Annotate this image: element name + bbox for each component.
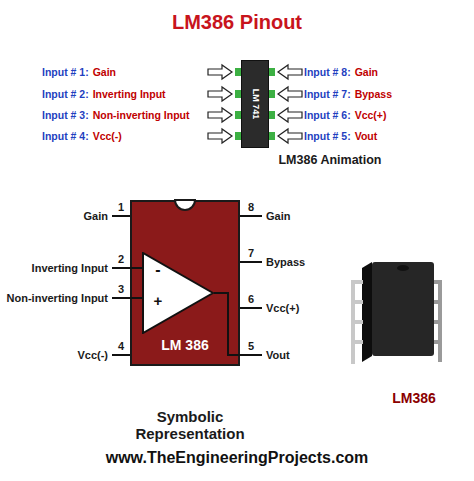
package-notch bbox=[175, 200, 195, 210]
pin-number: 8 bbox=[248, 201, 254, 214]
pointer-arrow bbox=[208, 108, 232, 122]
pin-line bbox=[240, 307, 262, 309]
pin-index: Input # 7: bbox=[304, 88, 351, 100]
chip-image: LM 741 bbox=[241, 60, 269, 148]
pin-name: Vcc(+) bbox=[355, 109, 387, 121]
pin-name: Bypass bbox=[266, 256, 305, 269]
pointer-arrow bbox=[278, 129, 302, 143]
chip-leg-front bbox=[353, 282, 363, 364]
triangle-outline bbox=[142, 252, 214, 334]
pin-index: Input # 2: bbox=[42, 88, 89, 100]
pin-name: Vcc(+) bbox=[266, 302, 299, 315]
pointer-arrow bbox=[208, 65, 232, 79]
pin-index: Input # 4: bbox=[42, 130, 89, 142]
pin-line bbox=[112, 354, 130, 356]
pin-row: Input # 5: Vout bbox=[304, 130, 377, 142]
pin-name: Inverting Input bbox=[32, 262, 108, 275]
input-sign: + bbox=[154, 293, 163, 308]
caption-text: Symbolic Representation bbox=[115, 408, 265, 443]
chip-leg bbox=[269, 90, 275, 98]
chip-leg bbox=[269, 132, 275, 140]
pin-index: Input # 8: bbox=[304, 66, 351, 78]
triangle-shape bbox=[143, 253, 213, 333]
chip-leg bbox=[269, 111, 275, 119]
pin-number: 3 bbox=[118, 283, 124, 296]
chip-leg bbox=[269, 68, 275, 76]
pin-name: Vcc(-) bbox=[93, 130, 122, 142]
pin-name: Non-inverting Input bbox=[7, 292, 108, 305]
pin-name: Gain bbox=[266, 210, 290, 223]
pin-name: Gain bbox=[355, 66, 378, 78]
pin-name: Non-inverting Input bbox=[93, 109, 190, 121]
watermark: www.TheEngineeringProjects.com bbox=[106, 449, 369, 467]
pin-name: Gain bbox=[84, 210, 108, 223]
part-name: LM386 bbox=[392, 390, 436, 406]
pointer-arrow bbox=[278, 108, 302, 122]
pin-name: Inverting Input bbox=[93, 88, 166, 100]
pointer-arrow bbox=[278, 65, 302, 79]
ic-package: -+LM 386 bbox=[130, 200, 240, 366]
pin-number: 2 bbox=[118, 253, 124, 266]
pin-row: Input # 2: Inverting Input bbox=[42, 88, 166, 100]
pin-index: Input # 3: bbox=[42, 109, 89, 121]
chip-label: LM 741 bbox=[251, 89, 260, 120]
pin-name: Vout bbox=[266, 349, 290, 362]
pin-row: Input # 1: Gain bbox=[42, 66, 116, 78]
pointer-arrow bbox=[208, 87, 232, 101]
op-amp-triangle: -+ bbox=[142, 252, 214, 334]
pin-name: Vcc(-) bbox=[77, 349, 108, 362]
pin-row: Input # 8: Gain bbox=[304, 66, 378, 78]
chip-body bbox=[372, 262, 434, 356]
chip-label: LM 386 bbox=[161, 338, 208, 352]
pin-name: Gain bbox=[93, 66, 116, 78]
pin-row: Input # 6: Vcc(+) bbox=[304, 109, 386, 121]
pin-number: 7 bbox=[248, 247, 254, 260]
pin-line bbox=[240, 261, 262, 263]
chip-leg bbox=[353, 342, 363, 364]
chip-photo bbox=[353, 262, 440, 364]
pin-index: Input # 6: bbox=[304, 109, 351, 121]
pin-row: Input # 7: Bypass bbox=[304, 88, 392, 100]
pin-row: Input # 3: Non-inverting Input bbox=[42, 109, 190, 121]
pin-wires bbox=[112, 216, 262, 355]
pin-index: Input # 5: bbox=[304, 130, 351, 142]
pointer-arrow bbox=[278, 87, 302, 101]
pin-number: 4 bbox=[118, 340, 124, 353]
pointer-arrow bbox=[208, 129, 232, 143]
pin-line bbox=[112, 215, 130, 217]
pin-line bbox=[240, 215, 262, 217]
pin-number: 6 bbox=[248, 293, 254, 306]
title: LM386 Pinout bbox=[172, 11, 302, 34]
output-wire bbox=[214, 293, 262, 355]
pin-number: 1 bbox=[118, 201, 124, 214]
pin-name: Vout bbox=[355, 130, 378, 142]
pin-name: Bypass bbox=[355, 88, 392, 100]
pin-line bbox=[112, 267, 142, 269]
input-sign: - bbox=[155, 262, 160, 278]
pin-index: Input # 1: bbox=[42, 66, 89, 78]
caption-text: LM386 Animation bbox=[278, 153, 381, 167]
pin-row: Input # 4: Vcc(-) bbox=[42, 130, 122, 142]
pin-line bbox=[112, 297, 142, 299]
chip-side bbox=[362, 262, 372, 362]
chip-notch bbox=[397, 265, 409, 271]
pin-number: 5 bbox=[248, 340, 254, 353]
